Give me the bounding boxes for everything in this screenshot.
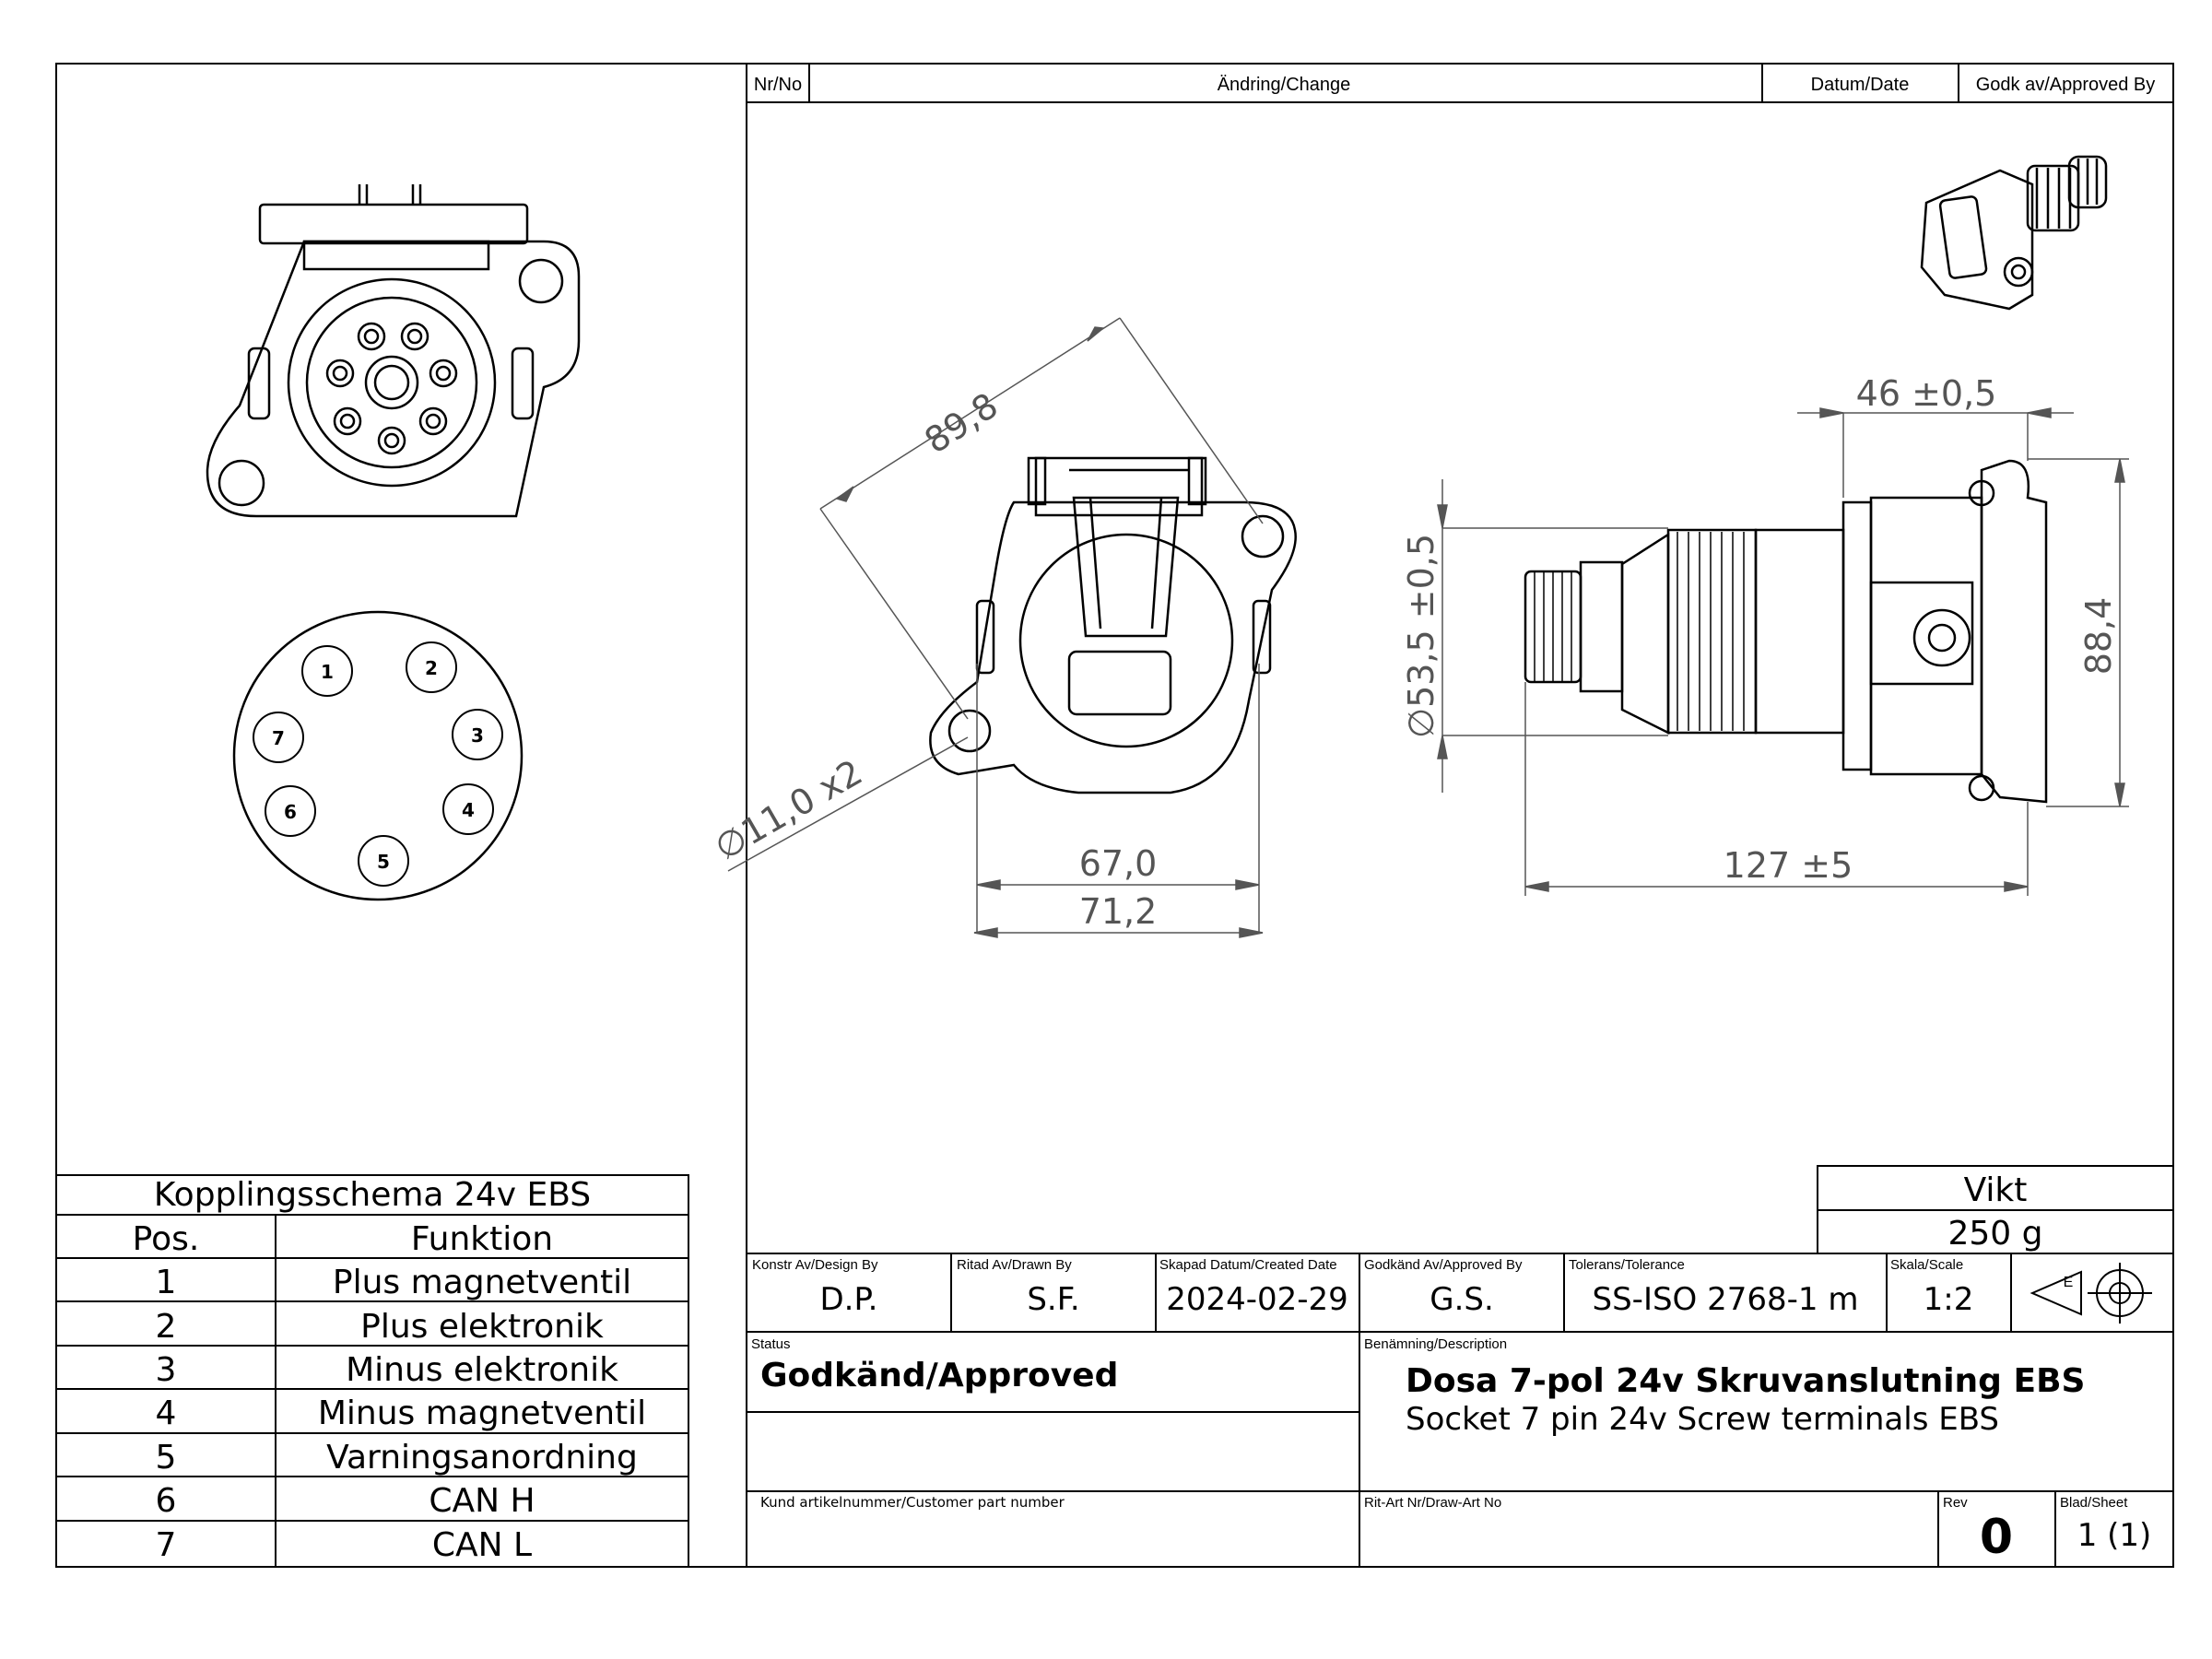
rev-label: Rev bbox=[1943, 1495, 1968, 1511]
pin-5: 5 bbox=[377, 851, 390, 873]
customer-part-label: Kund artikelnummer/Customer part number bbox=[760, 1494, 1065, 1511]
tolerance-value: SS-ISO 2768-1 m bbox=[1593, 1281, 1859, 1318]
weight-label: Vikt bbox=[1964, 1171, 2028, 1209]
created-label: Skapad Datum/Created Date bbox=[1159, 1257, 1337, 1273]
center-view bbox=[929, 456, 1297, 794]
pin-2: 2 bbox=[425, 657, 438, 679]
wiring-rows: 1 Plus magnetventil 2 Plus elektronik 3 … bbox=[156, 1264, 647, 1564]
created-value: 2024-02-29 bbox=[1166, 1281, 1348, 1318]
wiring-col-pos: Pos. bbox=[133, 1220, 200, 1258]
wiring-pos: 4 bbox=[156, 1394, 177, 1432]
weight-value: 250 g bbox=[1947, 1215, 2042, 1253]
dim-hole: ∅11,0 x2 bbox=[708, 752, 869, 868]
wiring-pos: 5 bbox=[156, 1439, 177, 1477]
wiring-func: Varningsanordning bbox=[326, 1439, 638, 1477]
wiring-pos: 1 bbox=[156, 1264, 177, 1301]
wiring-title: Kopplingsschema 24v EBS bbox=[154, 1176, 591, 1214]
dim-height: 88,4 bbox=[2078, 597, 2119, 676]
dim-width-outer: 71,2 bbox=[1079, 891, 1158, 932]
side-dimensions bbox=[1437, 407, 2129, 896]
rev-header-change: Ändring/Change bbox=[1218, 75, 1351, 95]
dim-width-inner: 67,0 bbox=[1079, 843, 1158, 884]
description-sv: Dosa 7-pol 24v Skruvanslutning EBS bbox=[1406, 1362, 2085, 1400]
design-label: Konstr Av/Design By bbox=[752, 1257, 878, 1273]
description-label: Benämning/Description bbox=[1364, 1336, 1507, 1352]
status-label: Status bbox=[751, 1336, 791, 1352]
projection-symbol-icon bbox=[2030, 1263, 2152, 1324]
wiring-func: CAN L bbox=[432, 1526, 532, 1564]
title-block bbox=[746, 1253, 2174, 1568]
wiring-pos: 6 bbox=[156, 1482, 177, 1520]
scale-label: Skala/Scale bbox=[1890, 1257, 1963, 1273]
wiring-func: Plus elektronik bbox=[360, 1308, 604, 1346]
side-knurl bbox=[1534, 532, 1745, 731]
design-value: D.P. bbox=[819, 1281, 877, 1318]
rev-value: 0 bbox=[1980, 1510, 2013, 1565]
dim-diagonal: 89,8 bbox=[917, 385, 1005, 462]
wiring-pos: 3 bbox=[156, 1351, 177, 1389]
approved-label: Godkänd Av/Approved By bbox=[1364, 1257, 1523, 1273]
pin-4: 4 bbox=[462, 799, 475, 821]
description-en: Socket 7 pin 24v Screw terminals EBS bbox=[1406, 1401, 1999, 1438]
pin-1: 1 bbox=[321, 661, 334, 683]
front-view bbox=[206, 184, 581, 518]
pin-6: 6 bbox=[284, 801, 297, 823]
revision-table: Nr/No Ändring/Change Datum/Date Godk av/… bbox=[746, 63, 2174, 1567]
wiring-pos: 2 bbox=[156, 1308, 177, 1346]
wiring-func: Minus elektronik bbox=[346, 1351, 618, 1389]
sheet-label: Blad/Sheet bbox=[2060, 1495, 2128, 1511]
tolerance-label: Tolerans/Tolerance bbox=[1569, 1257, 1685, 1273]
approved-value: G.S. bbox=[1430, 1281, 1494, 1318]
projection-letter: E bbox=[2064, 1275, 2074, 1290]
drawing-number-label: Rit-Art Nr/Draw-Art No bbox=[1364, 1495, 1501, 1511]
wiring-func: Minus magnetventil bbox=[318, 1394, 646, 1432]
isometric-view bbox=[1920, 155, 2108, 311]
pin-3: 3 bbox=[471, 724, 484, 747]
dim-length: 127 ±5 bbox=[1724, 845, 1853, 886]
status-value: Godkänd/Approved bbox=[760, 1357, 1118, 1394]
rev-header-no: Nr/No bbox=[754, 75, 802, 95]
wiring-func: Plus magnetventil bbox=[333, 1264, 631, 1301]
center-dimensions bbox=[727, 317, 1264, 938]
wiring-func: CAN H bbox=[429, 1482, 535, 1520]
sheet-value: 1 (1) bbox=[2077, 1517, 2152, 1554]
scale-value: 1:2 bbox=[1924, 1281, 1974, 1318]
wiring-col-func: Funktion bbox=[411, 1220, 553, 1258]
dim-flange-depth: 46 ±0,5 bbox=[1856, 373, 1997, 414]
drawn-value: S.F. bbox=[1027, 1281, 1079, 1318]
wiring-table bbox=[55, 1174, 689, 1568]
pin-diagram: 1 2 3 4 5 6 7 bbox=[232, 610, 524, 901]
side-view bbox=[1524, 459, 2048, 804]
dim-diameter: ∅53,5 ±0,5 bbox=[1401, 534, 1441, 738]
pin-7: 7 bbox=[272, 727, 285, 749]
rev-header-date: Datum/Date bbox=[1811, 75, 1910, 95]
wiring-pos: 7 bbox=[156, 1526, 177, 1564]
drawn-label: Ritad Av/Drawn By bbox=[957, 1257, 1072, 1273]
rev-header-approved: Godk av/Approved By bbox=[1976, 75, 2156, 95]
